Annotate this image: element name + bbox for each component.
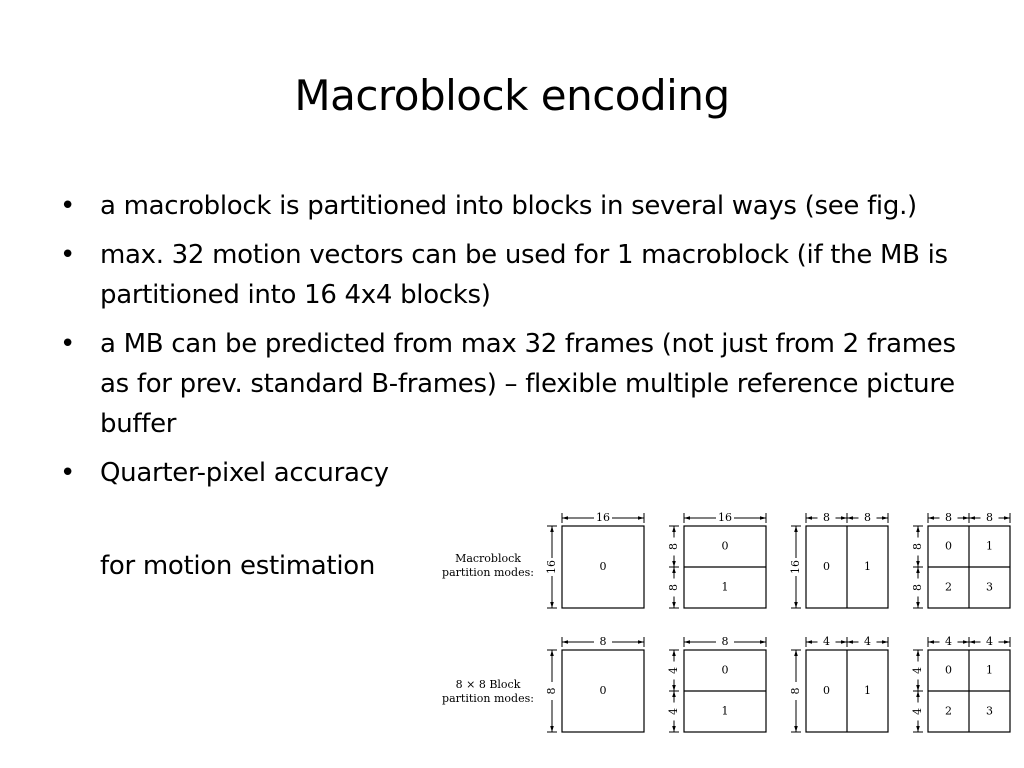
- row1-mode-b-dim-left-bottom-label: 8: [667, 584, 680, 591]
- row1-mode-d-part-label: 1: [986, 540, 993, 553]
- bullet-marker: •: [60, 329, 76, 359]
- row1-mode-c-dim-left-label: 16: [789, 560, 802, 574]
- row1-mode-b-part-label: 1: [722, 581, 729, 594]
- partition-blocks: 0 16 16 0 1 16 8 8 0 1 8 8 16 0 1 2 3 8 8 8 8 0 8 8 0 1 8 4 4 0 1 4 4 8 0 1…: [545, 511, 1011, 733]
- row2-mode-c-dim-top-right-label: 4: [864, 635, 871, 648]
- row2-mode-a-part-label: 0: [600, 684, 607, 697]
- row2-mode-a-dim-top-label: 8: [600, 635, 607, 648]
- bullet-marker: •: [60, 191, 76, 221]
- row2-mode-c-dim-left-label: 8: [789, 688, 802, 695]
- row1-mode-a-block: [561, 525, 645, 609]
- bullet-continuation: for motion estimation: [100, 551, 376, 581]
- row1-mode-a-dim-left-label: 16: [545, 560, 558, 574]
- row2-mode-b-dim-left-top-label: 4: [667, 667, 680, 674]
- row2-mode-b-part-label: 0: [722, 664, 729, 677]
- bullet-item: • Quarter-pixel accuracy: [60, 453, 960, 493]
- row1-label-line1: Macroblock: [455, 552, 521, 565]
- bullet-text: Quarter-pixel accuracy: [100, 458, 389, 488]
- row2-mode-b-part-label: 1: [722, 705, 729, 718]
- row1-mode-a-part-label: 0: [600, 560, 607, 573]
- row2-label-line2: partition modes:: [442, 692, 534, 705]
- row2-mode-d-dim-left-bottom-label: 4: [911, 708, 924, 715]
- row1-mode-c-part-label: 0: [823, 560, 830, 573]
- row1-mode-d-dim-top-right-label: 8: [986, 511, 993, 524]
- row2-mode-d-part-label: 2: [945, 705, 952, 718]
- row2-mode-c-part-label: 1: [864, 684, 871, 697]
- partition-diagram: Macroblock partition modes: 8 × 8 Block …: [442, 511, 1011, 733]
- row2-mode-a-dim-left-label: 8: [545, 688, 558, 695]
- row2-mode-b-dim-top-label: 8: [722, 635, 729, 648]
- bullet-text: a MB can be predicted from max 32 frames…: [100, 329, 956, 439]
- row2-mode-c-dim-top-left-label: 4: [823, 635, 830, 648]
- row1-label-line2: partition modes:: [442, 566, 534, 579]
- row1-mode-d-dim-left-top-label: 8: [911, 543, 924, 550]
- bullet-list: • a macroblock is partitioned into block…: [60, 186, 960, 502]
- row1-mode-b-dim-left-top-label: 8: [667, 543, 680, 550]
- row2-mode-d-dim-top-left-label: 4: [945, 635, 952, 648]
- row1-mode-d-part-label: 0: [945, 540, 952, 553]
- row2-mode-c-part-label: 0: [823, 684, 830, 697]
- row1-mode-c-part-label: 1: [864, 560, 871, 573]
- row2-mode-d-dim-top-right-label: 4: [986, 635, 993, 648]
- row2-mode-d-part-label: 1: [986, 664, 993, 677]
- row1-mode-d-dim-top-left-label: 8: [945, 511, 952, 524]
- bullet-item: • a MB can be predicted from max 32 fram…: [60, 324, 960, 444]
- row1-mode-b-part-label: 0: [722, 540, 729, 553]
- bullet-item: • max. 32 motion vectors can be used for…: [60, 235, 960, 315]
- partition-modes-figure: Macroblock partition modes: 8 × 8 Block …: [440, 506, 1020, 746]
- row1-mode-a-dim-top-label: 16: [596, 511, 610, 524]
- row1-mode-d-dim-left-bottom-label: 8: [911, 584, 924, 591]
- row1-mode-b-dim-top-label: 16: [718, 511, 732, 524]
- row2-mode-a-block: [561, 649, 645, 733]
- row1-mode-d-part-label: 2: [945, 581, 952, 594]
- row1-mode-d-part-label: 3: [986, 581, 993, 594]
- row2-mode-d-part-label: 0: [945, 664, 952, 677]
- bullet-marker: •: [60, 458, 76, 488]
- row2-mode-d-part-label: 3: [986, 705, 993, 718]
- bullet-text: a macroblock is partitioned into blocks …: [100, 191, 917, 221]
- bullet-marker: •: [60, 240, 76, 270]
- bullet-item: • a macroblock is partitioned into block…: [60, 186, 960, 226]
- row1-mode-c-dim-top-right-label: 8: [864, 511, 871, 524]
- row2-label-line1: 8 × 8 Block: [456, 678, 521, 691]
- row2-mode-b-dim-left-bottom-label: 4: [667, 708, 680, 715]
- row1-mode-c-dim-top-left-label: 8: [823, 511, 830, 524]
- bullet-text: max. 32 motion vectors can be used for 1…: [100, 240, 948, 310]
- slide-title: Macroblock encoding: [294, 71, 730, 120]
- row2-mode-d-dim-left-top-label: 4: [911, 667, 924, 674]
